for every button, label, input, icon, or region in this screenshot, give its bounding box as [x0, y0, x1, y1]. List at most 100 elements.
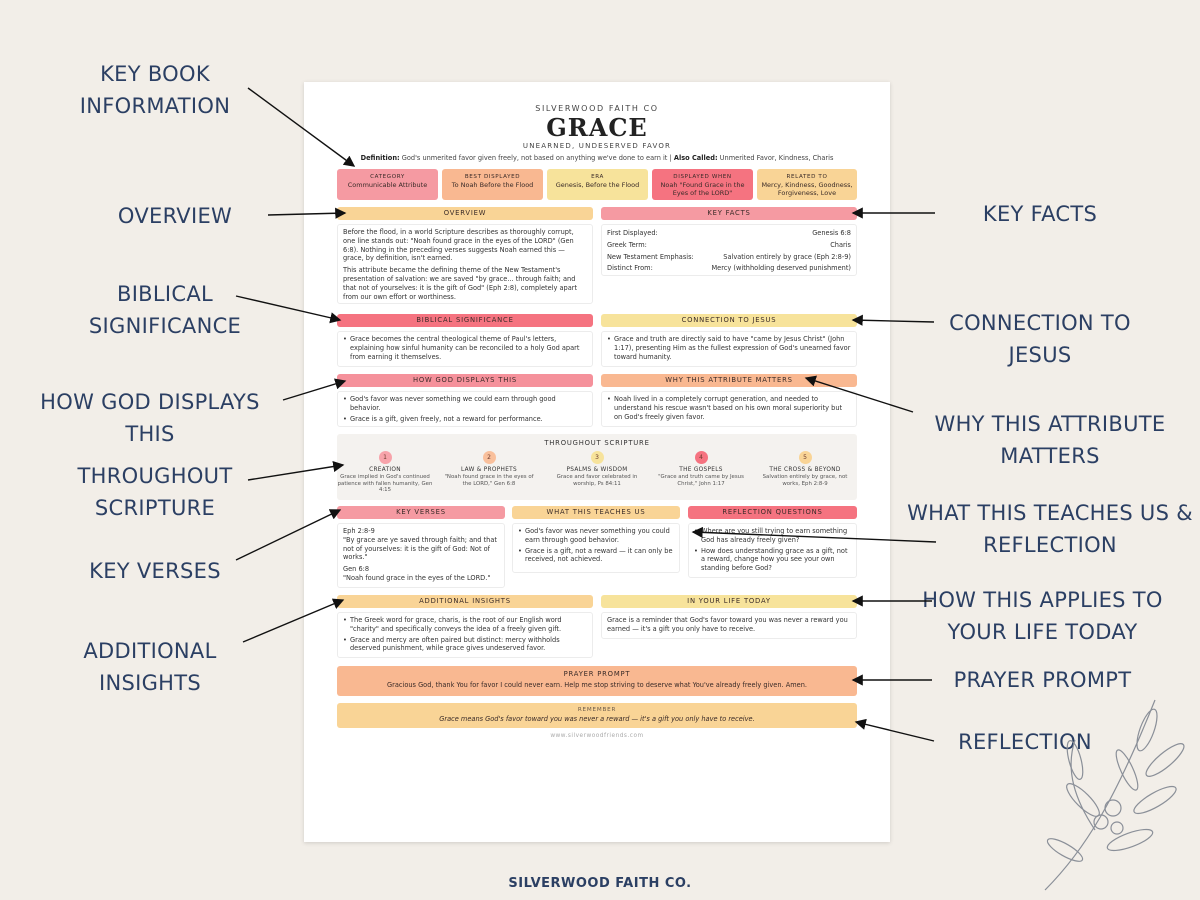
callout-biblical-significance: BIBLICAL SIGNIFICANCE [80, 278, 250, 342]
timeline-number: 3 [590, 451, 604, 464]
key-fact-label: Distinct From: [607, 264, 653, 273]
chip-key: RELATED TO [786, 174, 828, 180]
callout-reflection: REFLECTION [940, 726, 1110, 758]
list-item: Grace and mercy are often paired but dis… [343, 636, 587, 654]
list-item: Where are you still trying to earn somet… [694, 527, 851, 545]
chip-related-to: RELATED TO Mercy, Kindness, Goodness, Fo… [757, 169, 857, 200]
key-fact-value: Mercy (withholding deserved punishment) [711, 264, 851, 273]
biblical-significance-box: Grace becomes the central theological th… [337, 331, 593, 367]
timeline-desc: "Noah found grace in the eyes of the LOR… [444, 474, 534, 487]
callout-connection-to-jesus: CONNECTION TO JESUS [930, 307, 1150, 371]
reflection-questions-header: REFLECTION QUESTIONS [688, 506, 857, 519]
callout-how-god-displays: HOW GOD DISPLAYS THIS [20, 386, 280, 450]
chip-category: CATEGORY Communicable Attribute [337, 169, 438, 200]
timeline-name: LAW & PROPHETS [461, 467, 517, 473]
overview-box: Before the flood, in a world Scripture d… [337, 224, 593, 304]
list-item: Noah lived in a completely corrupt gener… [607, 395, 851, 421]
callout-text: ADDITIONAL INSIGHTS [83, 639, 217, 695]
callout-how-this-applies: HOW THIS APPLIES TO YOUR LIFE TODAY [905, 584, 1180, 648]
prayer-prompt-box: PRAYER PROMPT Gracious God, thank You fo… [337, 666, 857, 696]
timeline-desc: Grace implied in God's continued patienc… [337, 474, 433, 494]
callout-text: WHAT THIS TEACHES US & REFLECTION [907, 501, 1193, 557]
callout-throughout-scripture: THROUGHOUT SCRIPTURE [55, 460, 255, 524]
callout-key-verses: KEY VERSES [70, 555, 240, 587]
page-title: GRACE [546, 113, 648, 142]
also-called-text: Unmerited Favor, Kindness, Charis [719, 154, 834, 162]
callout-text: WHY THIS ATTRIBUTE MATTERS [934, 412, 1166, 468]
list-item: The Greek word for grace, charis, is the… [343, 616, 587, 634]
key-fact-label: Greek Term: [607, 240, 647, 249]
remember-header: REMEMBER [577, 707, 617, 713]
callout-text: HOW THIS APPLIES TO YOUR LIFE TODAY [922, 588, 1163, 644]
verse-reference: Eph 2:8-9 [343, 527, 375, 535]
list-item: Grace and truth are directly said to hav… [607, 335, 851, 361]
definition-separator: | [669, 154, 672, 162]
timeline-title: THROUGHOUT SCRIPTURE [544, 439, 650, 447]
sheet-brand: SILVERWOOD FAITH CO [535, 104, 659, 113]
chip-displayed-when: DISPLAYED WHEN Noah "Found Grace in the … [652, 169, 753, 200]
chip-value: To Noah Before the Flood [451, 181, 534, 189]
timeline-name: THE CROSS & BEYOND [769, 467, 841, 473]
chip-value: Genesis, Before the Flood [555, 181, 640, 189]
definition-label: Definition: [360, 154, 400, 162]
callout-text: KEY FACTS [982, 202, 1098, 226]
prayer-text: Gracious God, thank You for favor I coul… [387, 681, 807, 689]
also-called-label: Also Called: [673, 154, 718, 162]
in-your-life-box: Grace is a reminder that God's favor tow… [601, 612, 857, 639]
callout-text: HOW GOD DISPLAYS THIS [40, 390, 260, 446]
timeline-desc: Grace and favor celebrated in worship, P… [556, 474, 638, 487]
how-god-displays-header: HOW GOD DISPLAYS THIS [337, 374, 593, 387]
key-facts-box: First Displayed:Genesis 6:8 Greek Term: C… [601, 224, 857, 276]
chip-best-displayed: BEST DISPLAYED To Noah Before the Flood [442, 169, 543, 200]
chip-era: ERA Genesis, Before the Flood [547, 169, 648, 200]
list-item: How does understanding grace as a gift, … [694, 547, 851, 573]
key-fact-row: Greek Term: Charis [607, 241, 851, 250]
page-subtitle: UNEARNED, UNDESERVED FAVOR [522, 142, 672, 150]
timeline-name: CREATION [369, 467, 401, 473]
connection-to-jesus-header: CONNECTION TO JESUS [601, 314, 857, 327]
additional-insights-header: ADDITIONAL INSIGHTS [337, 595, 593, 608]
chip-key: DISPLAYED WHEN [673, 174, 732, 180]
key-fact-row: First Displayed:Genesis 6:8 [607, 229, 851, 238]
biblical-significance-header: BIBLICAL SIGNIFICANCE [337, 314, 593, 327]
connection-to-jesus-box: Grace and truth are directly said to hav… [601, 331, 857, 367]
chip-value: Noah "Found Grace in the Eyes of the LOR… [660, 181, 745, 197]
verse-reference: Gen 6:8 [343, 565, 370, 574]
timeline-desc: Salvation entirely by grace, not works, … [762, 474, 848, 487]
callout-additional-insights: ADDITIONAL INSIGHTS [60, 635, 240, 699]
key-fact-row: New Testament Emphasis:Salvation entirel… [607, 253, 851, 262]
callout-text: KEY VERSES [89, 559, 221, 583]
timeline-number: 1 [378, 451, 392, 464]
callout-what-this-teaches-reflection: WHAT THIS TEACHES US & REFLECTION [905, 497, 1195, 561]
timeline-number: 4 [694, 451, 708, 464]
list-item: God's favor was never something you coul… [518, 527, 674, 545]
remember-box: REMEMBER Grace means God's favor toward … [337, 703, 857, 728]
timeline-item: 1 CREATION Grace implied in God's contin… [337, 451, 433, 494]
chip-key: ERA [591, 174, 604, 180]
remember-text: Grace means God's favor toward you was n… [439, 715, 755, 723]
timeline-name: THE GOSPELS [679, 467, 723, 473]
chip-key: BEST DISPLAYED [464, 174, 521, 180]
chip-key: CATEGORY [370, 174, 405, 180]
in-your-life-header: IN YOUR LIFE TODAY [601, 595, 857, 608]
callout-text: BIBLICAL SIGNIFICANCE [88, 282, 242, 338]
key-facts-header: KEY FACTS [601, 207, 857, 220]
chip-value: Communicable Attribute [347, 181, 428, 189]
key-fact-row: Distinct From: Mercy (withholding deserve… [607, 264, 851, 273]
timeline-item: 5 THE CROSS & BEYOND Salvation entirely … [757, 451, 853, 487]
callout-overview: OVERVIEW [90, 200, 260, 232]
timeline-name: PSALMS & WISDOM [566, 467, 628, 473]
chip-value: Mercy, Kindness, Goodness, Forgiveness, … [761, 181, 853, 197]
timeline-desc: "Grace and truth came by Jesus Christ," … [658, 474, 744, 487]
callout-key-book-information: KEY BOOK INFORMATION [60, 58, 250, 122]
reflection-questions-box: Where are you still trying to earn somet… [688, 523, 857, 578]
overview-header: OVERVIEW [337, 207, 593, 220]
callout-text: CONNECTION TO JESUS [949, 311, 1131, 367]
callout-why-this-attribute-matters: WHY THIS ATTRIBUTE MATTERS [915, 408, 1185, 472]
definition-text: God's unmerited favor given freely, not … [401, 154, 668, 162]
why-matters-box: Noah lived in a completely corrupt gener… [601, 391, 857, 427]
callout-text: THROUGHOUT SCRIPTURE [77, 464, 233, 520]
list-item: Grace becomes the central theological th… [343, 335, 587, 361]
key-fact-value: Charis [830, 240, 851, 249]
timeline-number: 2 [482, 451, 496, 464]
